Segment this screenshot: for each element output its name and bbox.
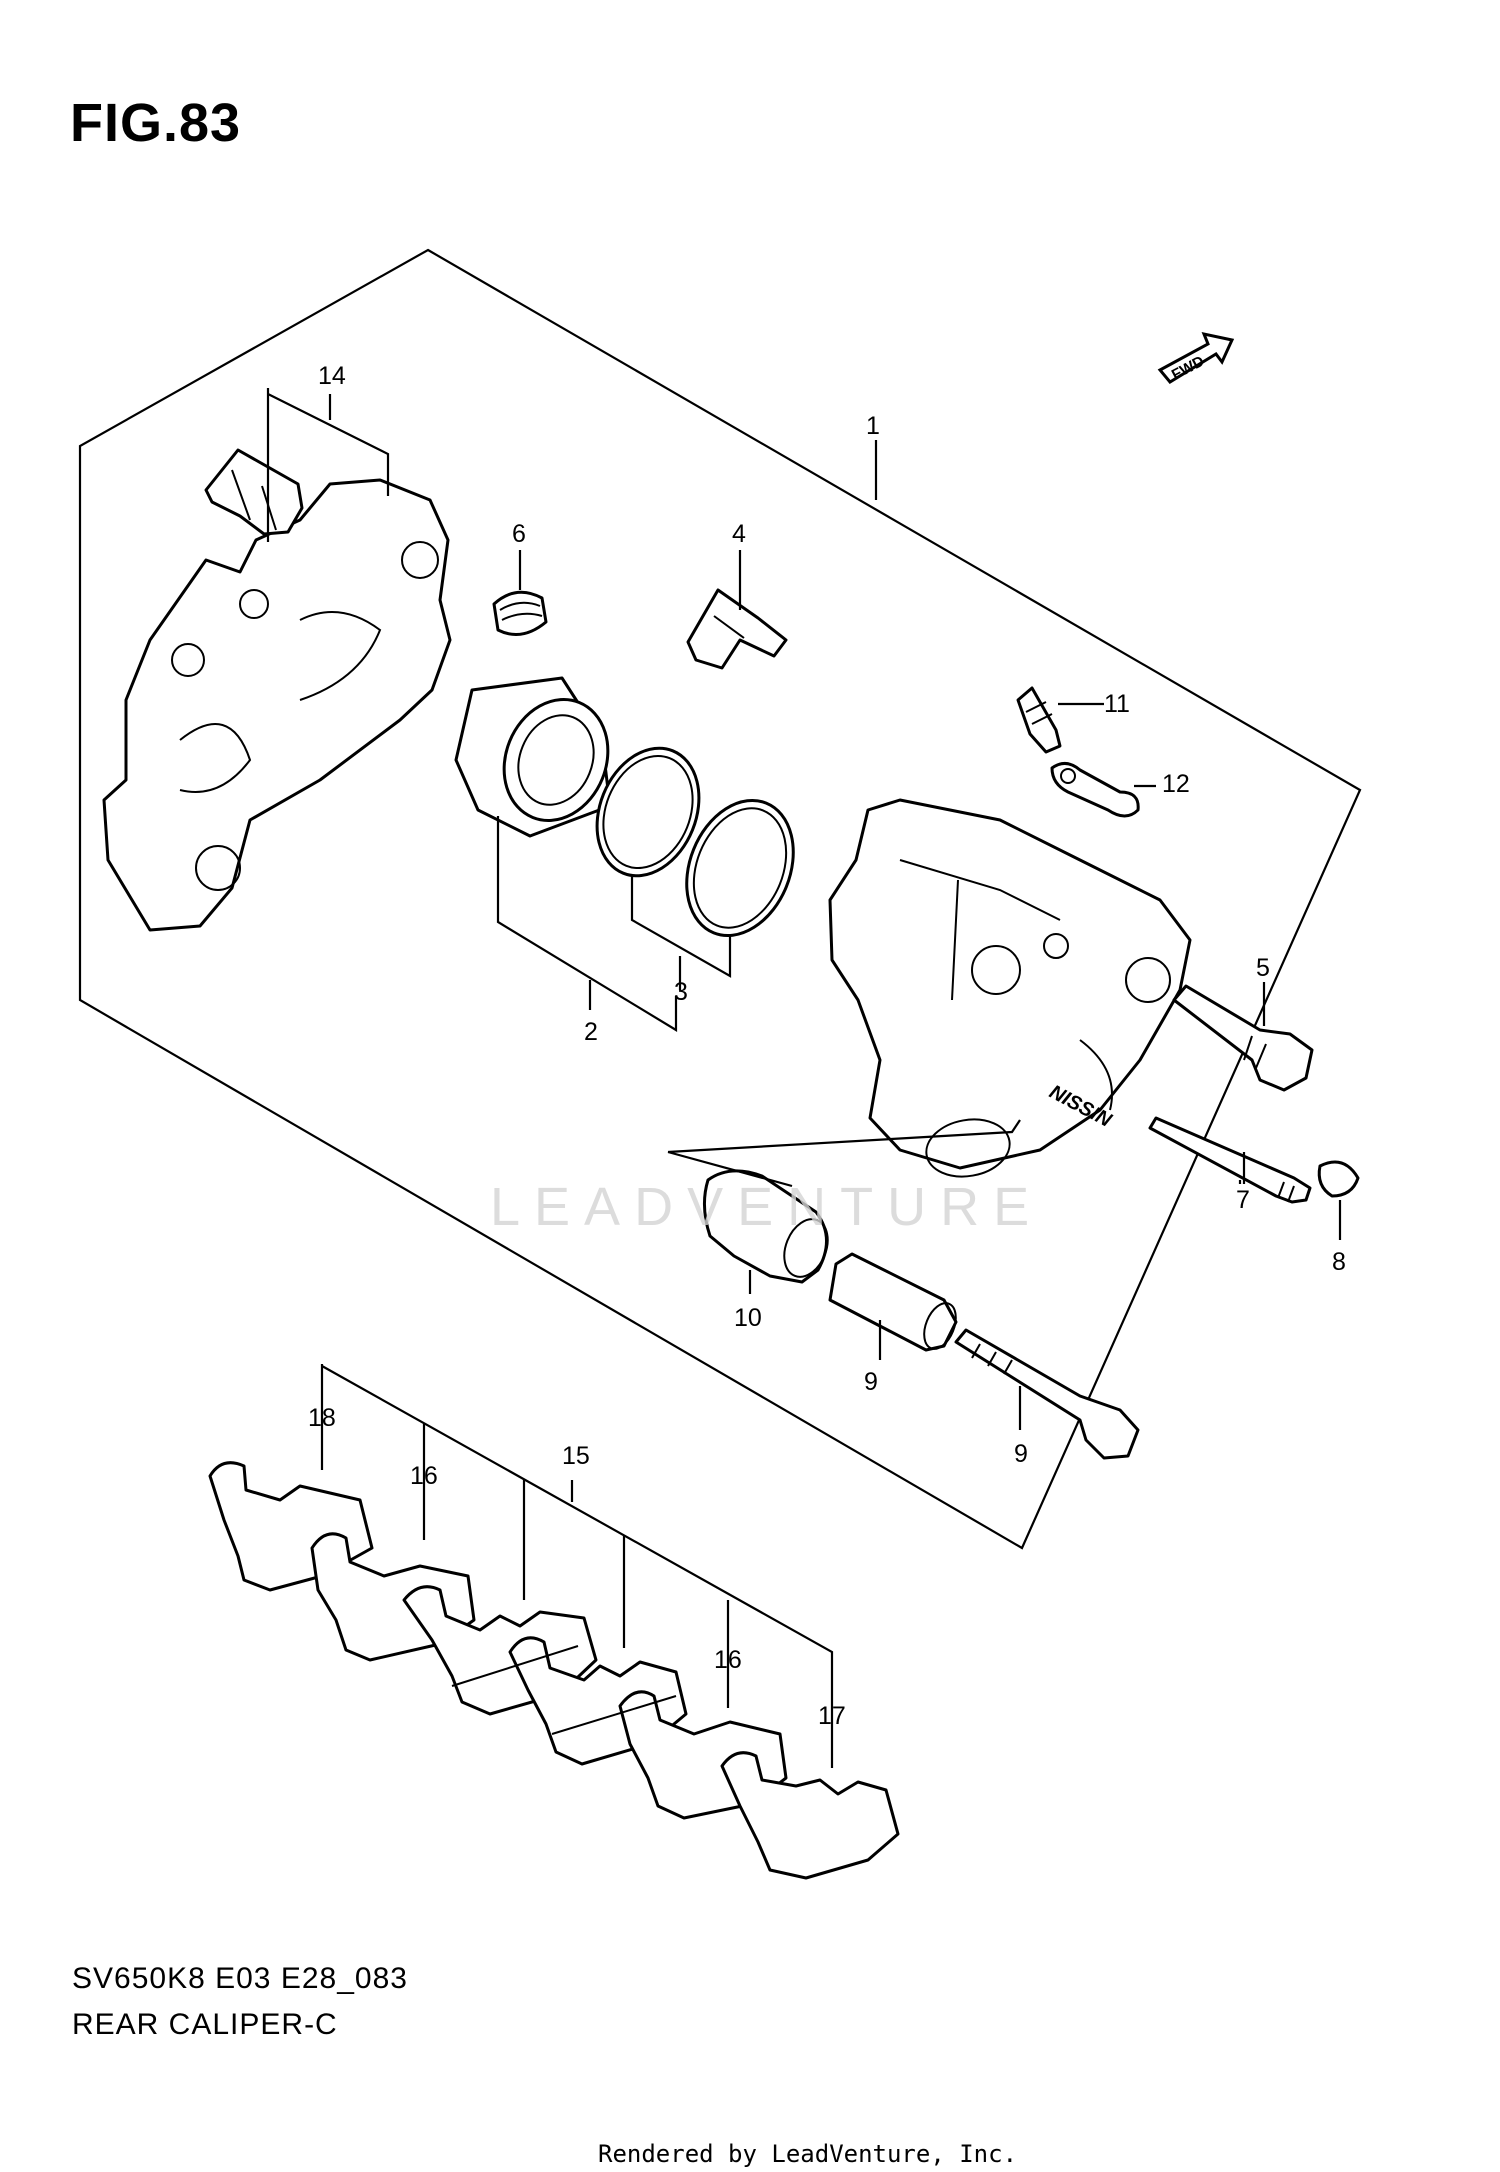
callout-2: 2 bbox=[584, 1018, 598, 1046]
callout-8: 8 bbox=[1332, 1248, 1346, 1276]
brake-pad-set bbox=[208, 1461, 900, 1880]
callout-18: 18 bbox=[308, 1404, 336, 1432]
fig-title: FIG.83 bbox=[70, 93, 242, 153]
part-9-bolt bbox=[954, 1328, 1140, 1460]
part-17-shim bbox=[720, 1751, 900, 1880]
watermark: LEADVENTURE bbox=[490, 1177, 1044, 1237]
callout-7: 7 bbox=[1236, 1186, 1250, 1214]
part-8-nut bbox=[1317, 1160, 1360, 1198]
part-10-sleeve bbox=[828, 1252, 958, 1352]
part-2-piston bbox=[454, 676, 612, 838]
fwd-arrow-icon: FWD bbox=[1157, 331, 1235, 384]
part-7-slide-pin bbox=[1148, 1116, 1312, 1204]
callout-11: 10 bbox=[734, 1304, 762, 1332]
section-name: REAR CALIPER-C bbox=[72, 2008, 338, 2041]
callout-1: 1 bbox=[866, 412, 880, 440]
part-12-bleeder bbox=[1016, 686, 1062, 754]
part-1-caliper-body: NISSIN bbox=[828, 798, 1192, 1178]
callout-3: 3 bbox=[674, 978, 688, 1006]
callout-15: 15 bbox=[562, 1442, 590, 1470]
callout-16-lower: 16 bbox=[714, 1646, 742, 1674]
callout-labels: 14 1 6 4 11 12 5 3 2 7 8 10 9 9 18 15 16… bbox=[308, 362, 1346, 1730]
part-11-boot bbox=[703, 1169, 829, 1284]
part-4-clip bbox=[686, 588, 788, 670]
part-3-seals bbox=[595, 746, 795, 938]
callout-5: 5 bbox=[1256, 954, 1270, 982]
part-13-cap bbox=[1050, 762, 1140, 818]
callout-9: 9 bbox=[1014, 1440, 1028, 1468]
part-6-cap bbox=[492, 590, 548, 636]
callout-4: 4 bbox=[732, 520, 746, 548]
callout-13: 12 bbox=[1162, 770, 1190, 798]
callout-16-upper: 16 bbox=[410, 1462, 438, 1490]
model-code: SV650K8 E03 E28_083 bbox=[72, 1962, 408, 1995]
callout-10: 9 bbox=[864, 1368, 878, 1396]
callout-6: 6 bbox=[512, 520, 526, 548]
callout-17: 17 bbox=[818, 1702, 846, 1730]
callout-14: 14 bbox=[318, 362, 346, 390]
caliper-bracket bbox=[102, 478, 452, 932]
callout-12: 11 bbox=[1104, 690, 1130, 718]
part-5-pin bbox=[1172, 984, 1314, 1092]
part-14-pad-spring bbox=[204, 448, 304, 536]
leader-lines bbox=[266, 388, 1342, 1768]
render-credit: Rendered by LeadVenture, Inc. bbox=[598, 2140, 1018, 2168]
assembly-frame bbox=[78, 248, 1362, 1550]
